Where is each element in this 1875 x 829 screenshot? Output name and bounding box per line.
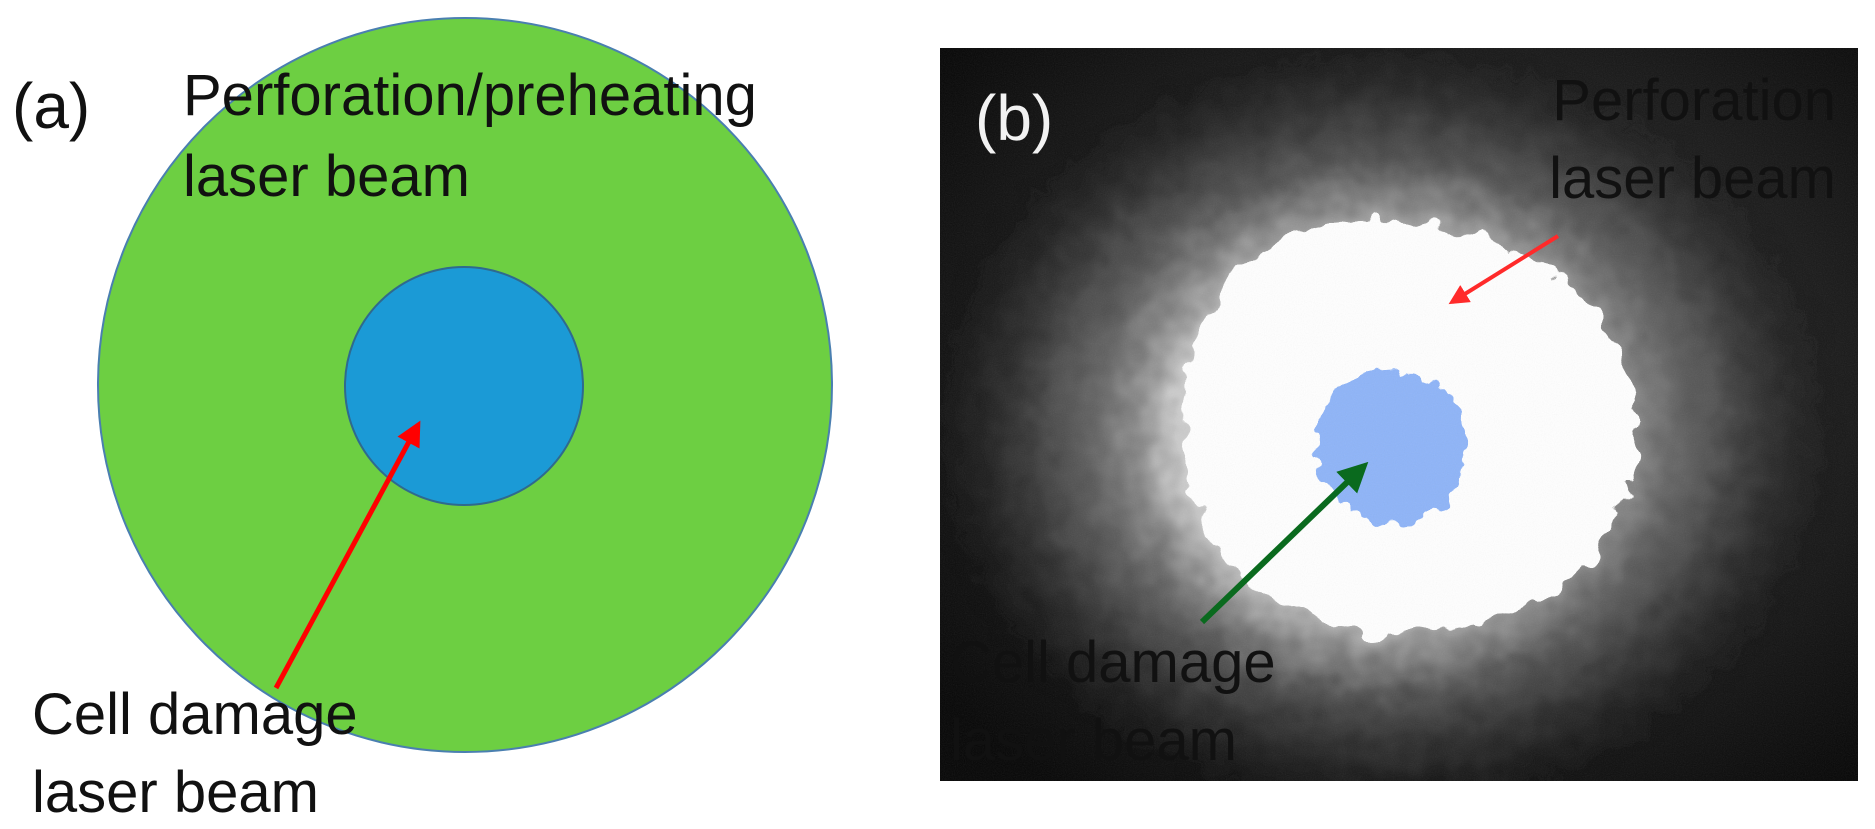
panel-b-label: (b) xyxy=(975,82,1053,154)
panel-a-label: (a) xyxy=(12,70,90,142)
inner-beam-label-line1: Cell damage xyxy=(32,682,358,747)
panel-b: (b) Perforation laser beam Cell damage l… xyxy=(940,48,1858,781)
inner-beam-circle xyxy=(344,266,584,506)
inner-beam-label-line2: laser beam xyxy=(32,760,319,825)
perforation-beam-arrow xyxy=(1448,234,1560,305)
outer-beam-label-line2: laser beam xyxy=(183,144,470,209)
inner-beam-arrow xyxy=(273,420,421,690)
cell-damage-label-line1: Cell damage xyxy=(950,630,1276,695)
perforation-label-line2: laser beam xyxy=(1549,146,1836,211)
outer-beam-label-line1: Perforation/preheating xyxy=(183,63,757,128)
perforation-label-line1: Perforation xyxy=(1552,68,1836,133)
cell-damage-label-line2: laser beam xyxy=(950,708,1237,773)
panel-b-grain xyxy=(940,48,1858,781)
panel-a: (a) Perforation/preheating laser beam Ce… xyxy=(12,17,833,825)
cell-damage-beam-arrow xyxy=(1199,461,1369,625)
